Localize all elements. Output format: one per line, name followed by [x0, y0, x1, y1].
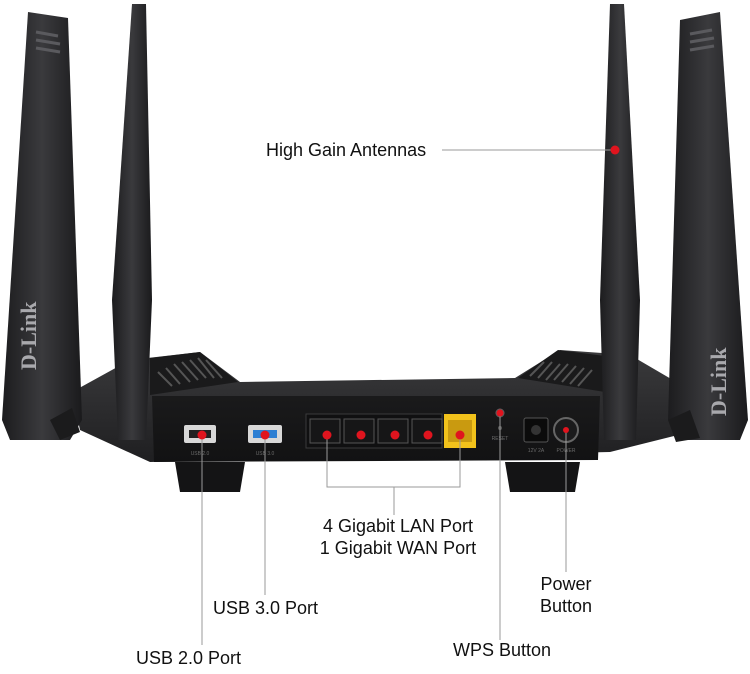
marker-usb2	[197, 430, 207, 440]
wan-label: 1 Gigabit WAN Port	[319, 537, 477, 558]
antenna-brand-left: D-Link	[16, 301, 41, 370]
antenna-left-inner	[112, 4, 152, 440]
power-label-line1: Power	[540, 574, 592, 594]
wps-label: WPS Button	[453, 640, 552, 660]
marker-lan-4	[423, 430, 433, 440]
lan-wan-label: 4 Gigabit LAN Port 1 Gigabit WAN Port	[300, 516, 496, 559]
marker-usb3	[260, 430, 270, 440]
marker-lan-1	[322, 430, 332, 440]
marker-wan	[455, 430, 465, 440]
usb3-label: USB 3.0 Port	[213, 598, 319, 618]
dc-jack: 12V 2A	[523, 417, 549, 454]
antenna-left-outer: D-Link	[2, 12, 82, 440]
marker-lan-3	[390, 430, 400, 440]
usb2-label: USB 2.0 Port	[136, 648, 242, 668]
antennas-label: High Gain Antennas	[266, 140, 427, 160]
marker-wps	[496, 409, 504, 417]
callout-markers	[197, 145, 620, 440]
router-feet	[175, 462, 580, 492]
leader-lines	[201, 149, 614, 645]
antenna-right-outer: D-Link	[668, 12, 748, 442]
usb2-port-label: USB 2.0	[191, 451, 210, 457]
marker-antenna	[610, 145, 620, 155]
marker-power	[563, 427, 569, 433]
dc-label: 12V 2A	[528, 448, 545, 454]
power-button-label: Power Button	[520, 574, 612, 617]
lan-label: 4 Gigabit LAN Port	[322, 516, 474, 536]
antenna-right-inner	[600, 4, 640, 440]
power-label-line2: Button	[539, 595, 593, 616]
antenna-brand-right: D-Link	[706, 347, 731, 416]
ethernet-ports	[305, 413, 476, 449]
marker-lan-2	[356, 430, 366, 440]
